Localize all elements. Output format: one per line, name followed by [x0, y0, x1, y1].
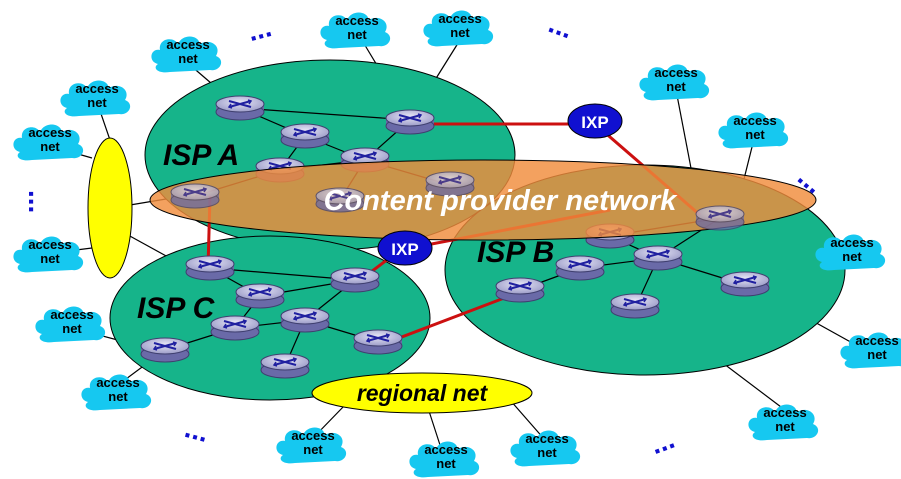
svg-text:net: net	[40, 139, 60, 154]
ixp-middle-label: IXP	[391, 240, 418, 259]
isp-c-label: ISP C	[137, 292, 216, 325]
left-regional-ellipse	[87, 137, 133, 279]
ellipsis: ...	[244, 11, 275, 47]
svg-text:net: net	[842, 249, 862, 264]
svg-text:net: net	[745, 127, 765, 142]
svg-text:access: access	[75, 81, 118, 96]
svg-text:access: access	[424, 442, 467, 457]
ellipsis: ...	[545, 7, 578, 44]
svg-text:net: net	[303, 442, 323, 457]
svg-text:access: access	[291, 428, 334, 443]
svg-text:access: access	[733, 113, 776, 128]
isp-a-label: ISP A	[163, 139, 239, 172]
svg-text:access: access	[50, 307, 93, 322]
ixp-middle: IXP	[377, 230, 433, 266]
svg-text:access: access	[525, 431, 568, 446]
content-provider-network: Content provider network	[149, 159, 817, 241]
svg-text:net: net	[537, 445, 557, 460]
svg-text:net: net	[40, 251, 60, 266]
content-provider-label: Content provider network	[324, 185, 679, 217]
svg-text:access: access	[28, 125, 71, 140]
svg-text:net: net	[666, 79, 686, 94]
regional-net-label: regional net	[357, 380, 489, 406]
svg-text:access: access	[654, 65, 697, 80]
ixp-top: IXP	[567, 103, 623, 139]
svg-text:access: access	[438, 11, 481, 26]
svg-text:net: net	[87, 95, 107, 110]
svg-text:access: access	[335, 13, 378, 28]
svg-text:net: net	[436, 456, 456, 471]
svg-text:access: access	[855, 333, 898, 348]
svg-text:access: access	[166, 37, 209, 52]
ellipsis: ...	[182, 412, 213, 448]
svg-text:net: net	[62, 321, 82, 336]
svg-text:net: net	[178, 51, 198, 66]
ellipsis: ...	[646, 423, 679, 460]
svg-text:net: net	[347, 27, 367, 42]
isp-b-label: ISP B	[477, 236, 554, 269]
svg-text:net: net	[450, 25, 470, 40]
svg-text:net: net	[867, 347, 887, 362]
svg-text:net: net	[775, 419, 795, 434]
svg-text:access: access	[28, 237, 71, 252]
regional-net: regional net	[311, 372, 533, 414]
ellipsis: ...	[23, 190, 54, 213]
svg-text:net: net	[108, 389, 128, 404]
svg-text:access: access	[96, 375, 139, 390]
svg-text:access: access	[763, 405, 806, 420]
ixp-top-label: IXP	[581, 113, 608, 132]
svg-text:access: access	[830, 235, 873, 250]
